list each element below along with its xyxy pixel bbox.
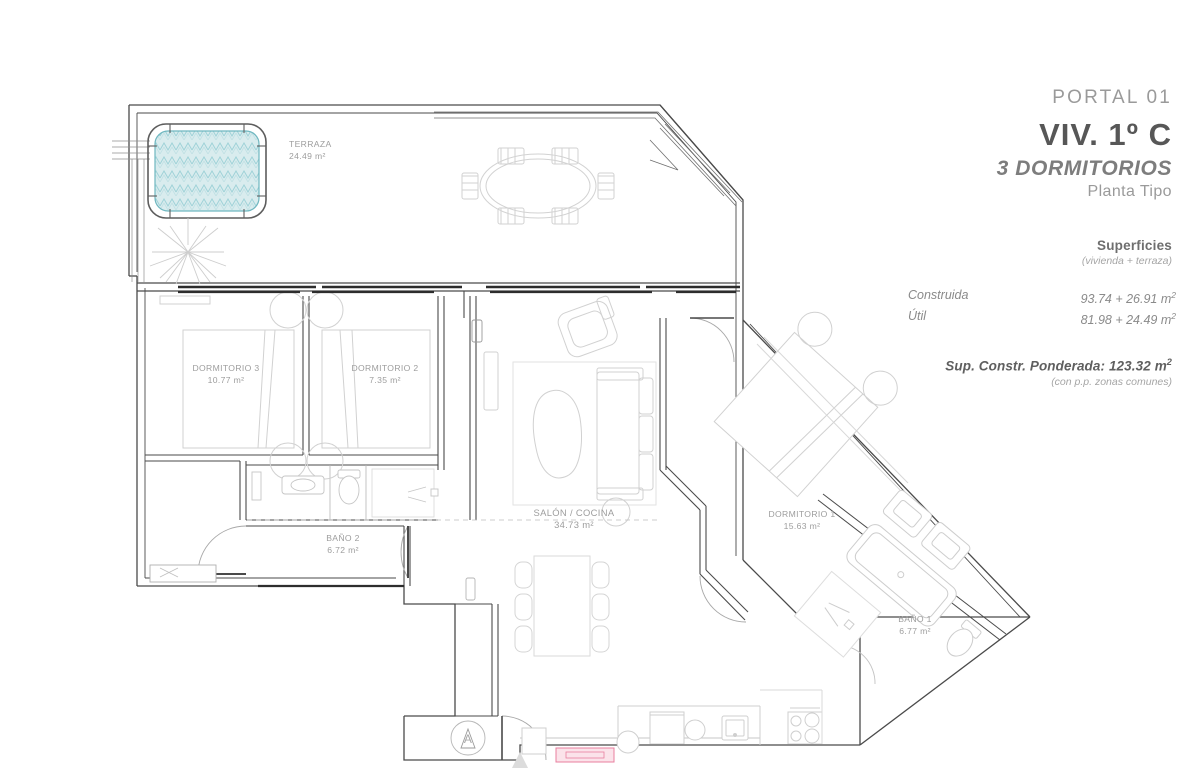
unit-title: VIV. 1º C [1039,116,1172,152]
svg-text:TERRAZA: TERRAZA [289,139,332,149]
surface-row-value: 93.74 + 26.91 m2 [1080,290,1176,307]
bedroom-3-furniture [159,291,307,480]
svg-text:DORMITORIO 3: DORMITORIO 3 [192,363,259,373]
weighted-area-note: (con p.p. zonas comunes) [1051,375,1172,388]
svg-text:24.49 m²: 24.49 m² [289,151,326,161]
surfaces-heading-block: Superficies (vivienda + terraza) [812,238,1172,267]
svg-text:7.35 m²: 7.35 m² [369,375,401,385]
table-row: Útil 81.98 + 24.49 m2 [908,308,1176,329]
dining-set [514,555,610,657]
terrace-railing [112,140,150,282]
terrace-zone [112,111,743,292]
table-row: Construida 93.74 + 26.91 m2 [908,287,1176,308]
living-room-furniture [483,295,657,527]
svg-text:10.77 m²: 10.77 m² [208,375,245,385]
svg-text:BAÑO 1: BAÑO 1 [898,614,932,624]
stair-marker-label: A [464,732,472,746]
svg-text:15.63 m²: 15.63 m² [784,521,821,531]
terrace-dining-set [461,147,615,225]
room-label-terraza: TERRAZA 24.49 m² [289,139,332,161]
surface-row-label: Útil [908,309,927,324]
room-label-bano-1: BAÑO 1 6.77 m² [898,614,932,636]
room-label-salon-cocina: SALÓN / COCINA 34.73 m² [534,507,615,530]
bedroom-count: 3 DORMITORIOS [996,156,1172,180]
svg-text:DORMITORIO 2: DORMITORIO 2 [351,363,418,373]
unit-info-panel: PORTAL 01 VIV. 1º C 3 DORMITORIOS Planta… [832,87,1172,201]
bedroom-1-furniture [713,311,909,498]
plunge-pool [147,123,267,219]
surfaces-title: Superficies [1097,238,1172,253]
room-labels: TERRAZA 24.49 m² DORMITORIO 3 10.77 m² D… [192,139,931,746]
bathroom-1-fixtures [793,489,982,658]
svg-text:6.77 m²: 6.77 m² [899,626,931,636]
building-inner-outline [136,112,1021,618]
entry-hall-elements [149,319,528,768]
svg-text:BAÑO 2: BAÑO 2 [326,533,360,543]
bedroom-2-furniture [306,291,431,480]
weighted-area-block: Sup. Constr. Ponderada: 123.32 m2 (con p… [772,357,1172,388]
room-label-dormitorio-2: DORMITORIO 2 7.35 m² [351,363,418,385]
floor-type: Planta Tipo [1087,183,1172,201]
svg-text:34.73 m²: 34.73 m² [554,519,594,530]
room-label-dormitorio-1: DORMITORIO 1 15.63 m² [768,509,835,531]
bathroom-2-fixtures [251,468,439,518]
room-label-dormitorio-3: DORMITORIO 3 10.77 m² [192,363,259,385]
surface-row-value: 81.98 + 24.49 m2 [1080,311,1176,328]
kitchen-fixtures [521,689,823,763]
room-label-bano-2: BAÑO 2 6.72 m² [326,533,360,555]
weighted-area-label: Sup. Constr. Ponderada: 123.32 m2 [945,357,1172,374]
svg-text:6.72 m²: 6.72 m² [327,545,359,555]
svg-text:SALÓN / COCINA: SALÓN / COCINA [534,507,615,518]
svg-text:DORMITORIO 1: DORMITORIO 1 [768,509,835,519]
windows [178,290,736,588]
terrace-railing-diagonal [434,111,743,207]
portal-label: PORTAL 01 [1052,87,1172,108]
surfaces-table: Construida 93.74 + 26.91 m2 Útil 81.98 +… [908,287,1176,329]
plant-icon [149,218,227,285]
surface-row-label: Construida [908,288,969,302]
surfaces-subtitle: (vivienda + terraza) [1081,255,1172,267]
